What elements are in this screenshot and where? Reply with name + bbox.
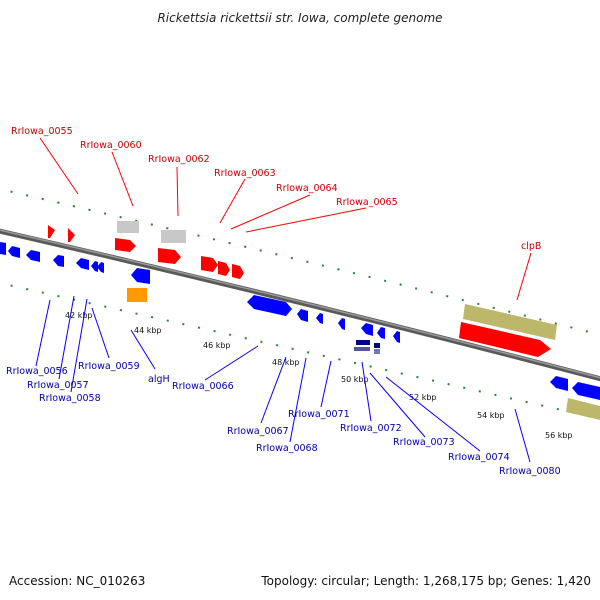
gene-RrIowa_0066[interactable] bbox=[247, 295, 292, 316]
gene-rev-2[interactable] bbox=[8, 246, 20, 258]
gene-trna-4[interactable] bbox=[374, 349, 380, 354]
gene-RrIowa_0055b[interactable] bbox=[68, 228, 75, 242]
scale-labels: 42 kbp 44 kbp 46 kbp 48 kbp 50 kbp 52 kb… bbox=[65, 311, 573, 440]
scale-label-46: 46 kbp bbox=[203, 341, 231, 350]
label-RrIowa_0068[interactable]: RrIowa_0068 bbox=[256, 443, 318, 454]
scale-label-52: 52 kbp bbox=[409, 393, 437, 402]
gene-trna-3[interactable] bbox=[374, 343, 380, 348]
gene-RrIowa_0068[interactable] bbox=[316, 313, 323, 324]
genome-backbone bbox=[0, 228, 600, 382]
gene-rev-1[interactable] bbox=[0, 242, 6, 255]
label-RrIowa_0062[interactable]: RrIowa_0062 bbox=[148, 154, 210, 165]
label-RrIowa_0057[interactable]: RrIowa_0057 bbox=[27, 380, 89, 391]
scale-label-48: 48 kbp bbox=[272, 358, 300, 367]
label-algH[interactable]: algH bbox=[148, 374, 170, 385]
gene-rev-3[interactable] bbox=[26, 250, 40, 262]
label-RrIowa_0063[interactable]: RrIowa_0063 bbox=[214, 168, 276, 179]
label-RrIowa_0067[interactable]: RrIowa_0067 bbox=[227, 426, 289, 437]
scale-label-44: 44 kbp bbox=[134, 326, 162, 335]
label-RrIowa_0074[interactable]: RrIowa_0074 bbox=[448, 452, 510, 463]
gene-rev-end[interactable] bbox=[572, 382, 600, 400]
scale-label-54: 54 kbp bbox=[477, 411, 505, 420]
gene-RrIowa_0064[interactable] bbox=[218, 261, 230, 276]
gene-rna[interactable] bbox=[127, 288, 147, 302]
label-RrIowa_0055[interactable]: RrIowa_0055 bbox=[11, 126, 73, 137]
gene-RrIowa_0074[interactable] bbox=[393, 331, 400, 343]
gene-RrIowa_0058[interactable] bbox=[91, 261, 98, 272]
gene-RrIowa_0062-pseudo[interactable] bbox=[161, 230, 186, 243]
forward-label-lines bbox=[39, 137, 532, 301]
label-RrIowa_0072[interactable]: RrIowa_0072 bbox=[340, 423, 402, 434]
genome-summary-text: Topology: circular; Length: 1,268,175 bp… bbox=[260, 574, 591, 588]
scale-label-42: 42 kbp bbox=[65, 311, 93, 320]
scale-label-50: 50 kbp bbox=[341, 375, 369, 384]
gene-RrIowa_0055[interactable] bbox=[48, 225, 55, 238]
gene-RrIowa_0060[interactable] bbox=[115, 238, 136, 252]
gene-trna-1[interactable] bbox=[356, 340, 370, 345]
scale-label-56: 56 kbp bbox=[545, 431, 573, 440]
label-RrIowa_0059[interactable]: RrIowa_0059 bbox=[78, 361, 140, 372]
accession-text: Accession: NC_010263 bbox=[9, 574, 145, 588]
label-RrIowa_0071[interactable]: RrIowa_0071 bbox=[288, 409, 350, 420]
gene-RrIowa_0072[interactable] bbox=[361, 323, 373, 336]
label-RrIowa_0066[interactable]: RrIowa_0066 bbox=[172, 381, 234, 392]
gene-RrIowa_0073[interactable] bbox=[377, 327, 385, 339]
gene-far-right-other[interactable] bbox=[566, 398, 600, 420]
reverse-strand-genes bbox=[0, 242, 600, 400]
gene-RrIowa_0065[interactable] bbox=[232, 264, 244, 279]
gene-clpB[interactable] bbox=[459, 322, 551, 357]
label-RrIowa_0056[interactable]: RrIowa_0056 bbox=[6, 366, 68, 377]
label-RrIowa_0064[interactable]: RrIowa_0064 bbox=[276, 183, 338, 194]
gene-RrIowa_0059[interactable] bbox=[97, 262, 104, 273]
label-RrIowa_0058[interactable]: RrIowa_0058 bbox=[39, 393, 101, 404]
gene-RrIowa_0067[interactable] bbox=[297, 309, 308, 322]
gene-RrIowa_0056[interactable] bbox=[53, 255, 64, 267]
label-RrIowa_0060[interactable]: RrIowa_0060 bbox=[80, 140, 142, 151]
map-title: Rickettsia rickettsii str. Iowa, complet… bbox=[157, 11, 442, 25]
gene-RrIowa_0060-pseudo[interactable] bbox=[117, 221, 139, 233]
gene-RrIowa_0063[interactable] bbox=[201, 256, 218, 272]
label-RrIowa_0080[interactable]: RrIowa_0080 bbox=[499, 466, 561, 477]
gene-RrIowa_0062[interactable] bbox=[158, 248, 181, 264]
label-clpB[interactable]: clpB bbox=[521, 241, 541, 252]
label-RrIowa_0065[interactable]: RrIowa_0065 bbox=[336, 197, 398, 208]
gene-trna-2[interactable] bbox=[354, 347, 370, 351]
label-RrIowa_0073[interactable]: RrIowa_0073 bbox=[393, 437, 455, 448]
gene-clpB-other[interactable] bbox=[463, 304, 557, 340]
reverse-label-lines bbox=[35, 295, 531, 463]
forward-strand-genes bbox=[48, 221, 600, 420]
gene-RrIowa_0057[interactable] bbox=[76, 258, 89, 270]
reverse-labels: RrIowa_0056 RrIowa_0057 RrIowa_0058 RrIo… bbox=[6, 361, 561, 477]
forward-labels: RrIowa_0055 RrIowa_0060 RrIowa_0062 RrIo… bbox=[11, 126, 541, 252]
gene-RrIowa_0071[interactable] bbox=[338, 318, 345, 330]
gene-algH[interactable] bbox=[131, 268, 150, 284]
gene-RrIowa_0080[interactable] bbox=[550, 376, 568, 391]
